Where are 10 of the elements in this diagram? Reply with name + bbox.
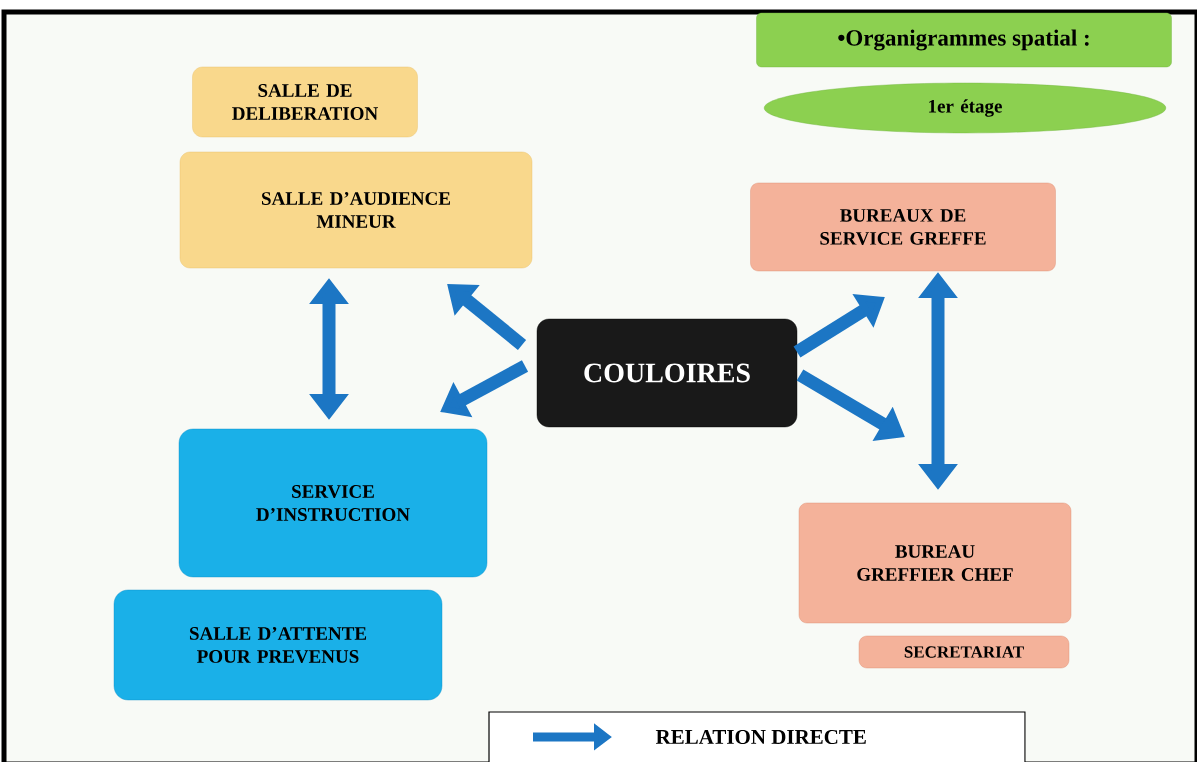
office-box: SECRETARIAT: [858, 635, 1070, 669]
room-box: SALLE DE DELIBERATION: [192, 66, 418, 138]
room-box: SALLE D’ATTENTE POUR PREVENUS: [113, 589, 443, 701]
office-box: BUREAU GREFFIER CHEF: [798, 502, 1072, 624]
office-box: BUREAUX DE SERVICE GREFFE: [750, 182, 1056, 272]
legend-text: RELATION DIRECTE: [655, 729, 866, 745]
corridor-box: COULOIRES: [536, 318, 798, 428]
room-box: SALLE D’AUDIENCE MINEUR: [179, 151, 533, 269]
room-box: SERVICE D’INSTRUCTION: [178, 428, 488, 578]
title-banner: •Organigrammes spatial :: [756, 12, 1172, 68]
